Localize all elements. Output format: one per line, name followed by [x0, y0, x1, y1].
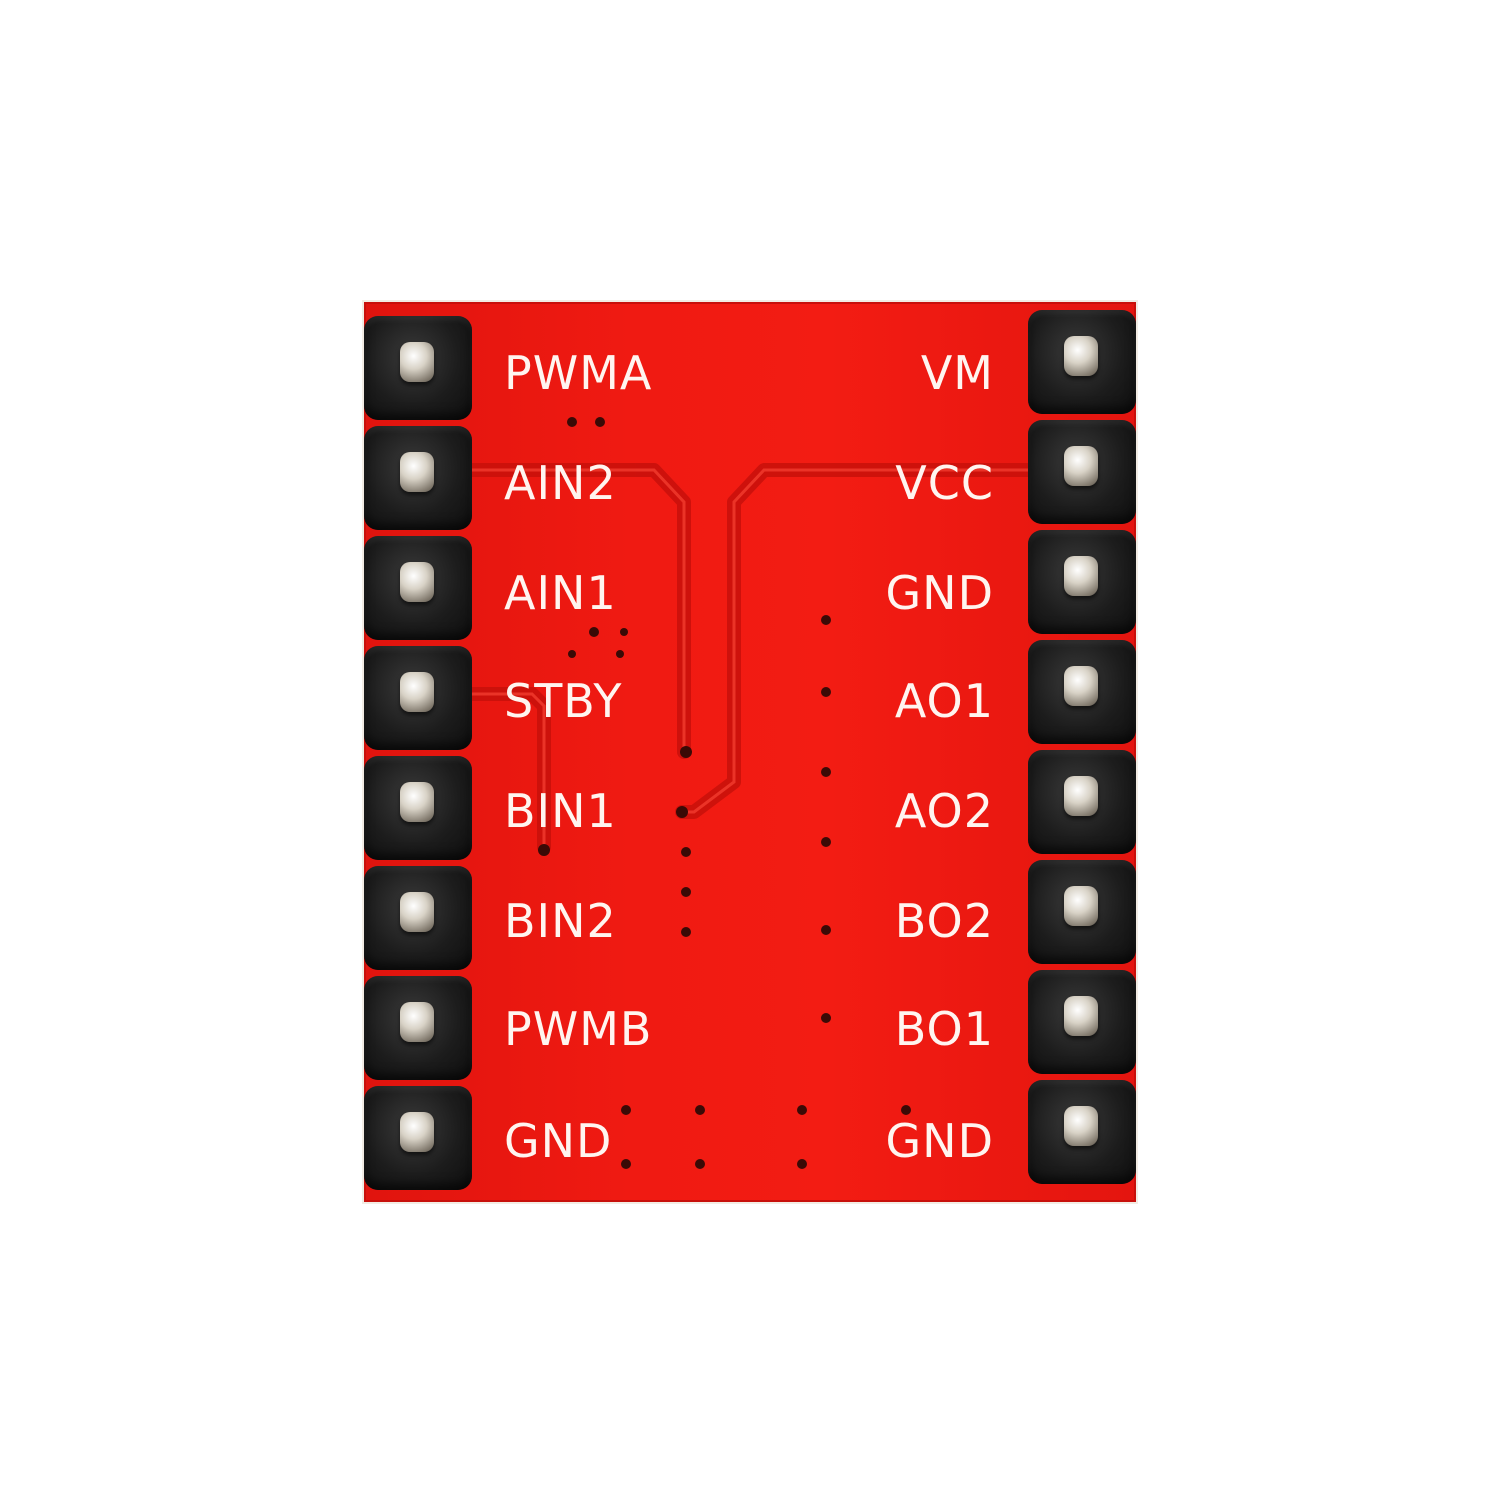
header-pin: [364, 866, 472, 970]
pin-label-vcc: VCC: [895, 456, 994, 510]
pin-label-bo2: BO2: [894, 894, 994, 948]
header-pin: [364, 426, 472, 530]
pin-label-pwma: PWMA: [504, 346, 653, 400]
right-pin-header: [1028, 302, 1136, 1206]
pin-label-stby: STBY: [504, 674, 623, 728]
pin-label-ao1: AO1: [894, 674, 994, 728]
pin-label-ain1: AIN1: [504, 566, 617, 620]
pcb-traces: [465, 417, 1041, 1169]
header-pin: [364, 316, 472, 420]
header-pin: [1028, 640, 1136, 744]
header-pin: [364, 536, 472, 640]
pin-label-gnd-left: GND: [504, 1114, 613, 1168]
header-pin: [364, 1086, 472, 1190]
pcb-board: PWMA AIN2 AIN1 STBY BIN1 BIN2 PWMB GND V…: [362, 300, 1138, 1204]
pin-label-ain2: AIN2: [504, 456, 617, 510]
header-pin: [1028, 310, 1136, 414]
header-pin: [1028, 530, 1136, 634]
header-pin: [364, 976, 472, 1080]
pin-label-bin2: BIN2: [504, 894, 617, 948]
header-pin: [1028, 420, 1136, 524]
header-pin: [364, 756, 472, 860]
pin-label-gnd-right-bottom: GND: [885, 1114, 994, 1168]
left-pin-header: [364, 302, 472, 1206]
pin-label-vm: VM: [920, 346, 994, 400]
header-pin: [1028, 970, 1136, 1074]
header-pin: [1028, 860, 1136, 964]
pin-label-gnd-right-top: GND: [885, 566, 994, 620]
pin-label-bin1: BIN1: [504, 784, 617, 838]
pin-label-pwmb: PWMB: [504, 1002, 653, 1056]
header-pin: [1028, 1080, 1136, 1184]
header-pin: [1028, 750, 1136, 854]
header-pin: [364, 646, 472, 750]
pin-label-bo1: BO1: [894, 1002, 994, 1056]
pin-label-ao2: AO2: [894, 784, 994, 838]
